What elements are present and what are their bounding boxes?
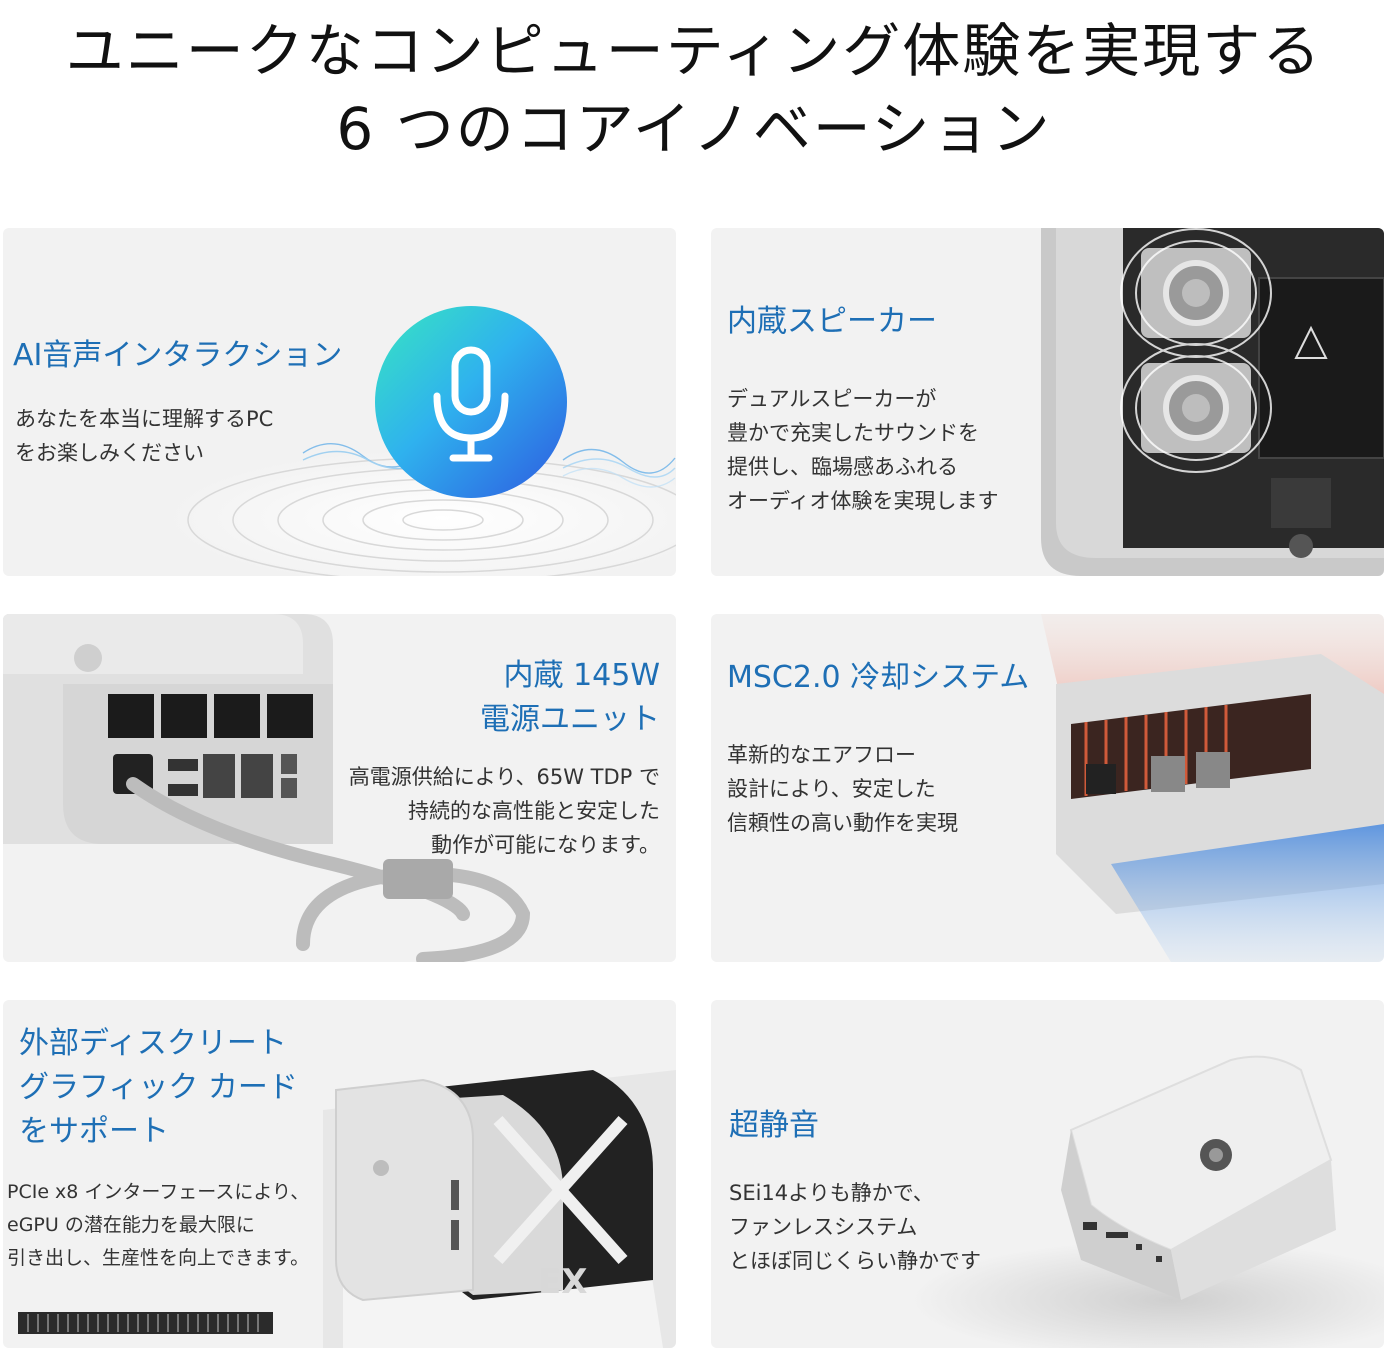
card-description: あなたを本当に理解するPC をお楽しみください	[15, 407, 274, 465]
card-title: 内蔵スピーカー	[727, 304, 937, 339]
feature-card-egpu: EX 外部ディスクリート グラフィック カード をサポート PCIe x8 イン…	[3, 1000, 676, 1348]
feature-card-power-supply: 内蔵 145W 電源ユニット 高電源供給により、65W TDP で 持続的な高性…	[3, 614, 676, 962]
feature-card-ai-voice: AI音声インタラクション あなたを本当に理解するPC をお楽しみください	[3, 228, 676, 576]
card-description: 高電源供給により、65W TDP で 持続的な高性能と安定した 動作が可能になり…	[348, 765, 660, 857]
card-description: デュアルスピーカーが 豊かで充実したサウンドを 提供し、臨場感あふれる オーディ…	[727, 387, 999, 513]
card-title: MSC2.0 冷却システム	[727, 660, 1030, 695]
microphone-icon	[433, 346, 509, 462]
dock-logo-label: EX	[538, 1262, 588, 1302]
feature-card-cooling: MSC2.0 冷却システム 革新的なエアフロー 設計により、安定した 信頼性の高…	[711, 614, 1384, 962]
feature-card-speaker: 内蔵スピーカー デュアルスピーカーが 豊かで充実したサウンドを 提供し、臨場感あ…	[711, 228, 1384, 576]
mini-pc-illustration	[911, 1055, 1384, 1348]
card-title: 内蔵 145W 電源ユニット	[480, 658, 660, 737]
mini-pc-rear-ports-illustration	[3, 614, 531, 962]
egpu-dock-illustration	[18, 1070, 676, 1348]
heading-line-1: ユニークなコンピューティング体験を実現する	[65, 17, 1323, 85]
card-title: 外部ディスクリート グラフィック カード をサポート	[19, 1026, 298, 1149]
microphone-badge	[375, 306, 567, 498]
speaker-internals-illustration	[1041, 228, 1384, 576]
feature-card-silent: 超静音 SEi14よりも静かで、 ファンレスシステム とほぼ同じくらい静かです	[711, 1000, 1384, 1348]
card-title: AI音声インタラクション	[13, 338, 343, 373]
card-description: SEi14よりも静かで、 ファンレスシステム とほぼ同じくらい静かです	[729, 1181, 981, 1273]
airflow-cutaway-illustration	[1041, 614, 1384, 962]
card-description: 革新的なエアフロー 設計により、安定した 信頼性の高い動作を実現	[727, 743, 958, 835]
card-title: 超静音	[729, 1108, 819, 1143]
card-description: PCIe x8 インターフェースにより、 eGPU の潜在能力を最大限に 引き出…	[7, 1181, 310, 1269]
heading-line-2: 6 つのコアイノベーション	[336, 95, 1052, 163]
